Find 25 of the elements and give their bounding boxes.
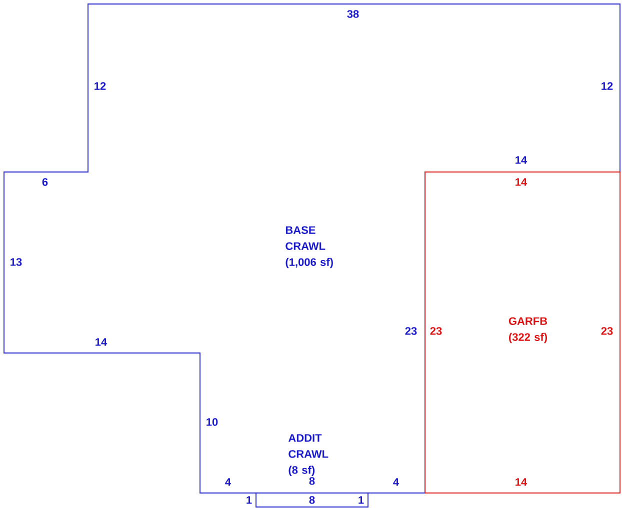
garage-area-outline — [424, 172, 620, 494]
dimension-label: 6 — [42, 178, 48, 186]
dimension-label: 38 — [347, 10, 359, 18]
dimension-label: 14 — [516, 478, 528, 486]
dimension-label: 10 — [206, 418, 218, 426]
dimension-label: 1 — [358, 496, 364, 504]
dimension-label: 4 — [393, 478, 399, 486]
area-label: GARFB (322 sf) — [508, 317, 548, 344]
dimension-label: 14 — [96, 338, 108, 346]
dimension-label: 14 — [516, 156, 528, 164]
dimension-label: 14 — [516, 178, 528, 186]
dimension-label: 12 — [602, 82, 613, 90]
dimension-label: 13 — [10, 258, 22, 266]
addition-area-outline — [256, 492, 368, 508]
area-label: ADDIT CRAWL (8 sf) — [288, 434, 328, 476]
dimension-label: 23 — [405, 327, 417, 335]
dimension-label: 1 — [246, 496, 252, 504]
dimension-label: 23 — [601, 327, 613, 335]
floor-area-outline — [4, 4, 620, 494]
dimension-label: 4 — [225, 478, 231, 486]
area-label: BASE CRAWL (1,006 sf) — [286, 226, 333, 268]
dimension-label: 8 — [309, 496, 315, 504]
dimension-label: 8 — [309, 477, 315, 485]
dimension-label: 12 — [94, 82, 106, 90]
dimension-label: 23 — [430, 327, 442, 335]
